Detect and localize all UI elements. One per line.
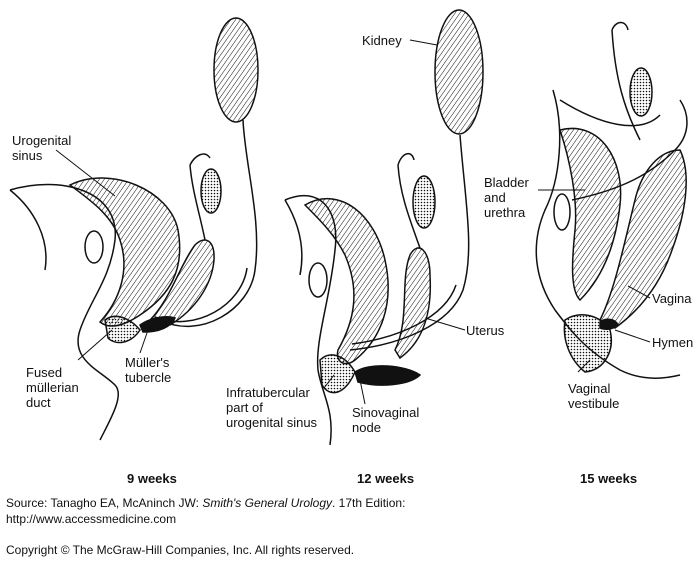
- label-fused-mullerian-duct: Fused müllerian duct: [26, 365, 79, 410]
- label-bladder-line3: urethra: [484, 205, 526, 220]
- kidney-9w: [213, 17, 259, 123]
- leader-lines: [55, 39, 651, 405]
- label-uterus: Uterus: [466, 323, 505, 338]
- label-bladder-line2: and: [484, 190, 506, 205]
- stage-9-weeks-drawing: [9, 17, 259, 441]
- mullerian-duct-9w: [148, 239, 215, 326]
- pubic-bone-12w: [308, 262, 328, 298]
- label-fused-line2: müllerian: [26, 380, 79, 395]
- label-vestibule-line1: Vaginal: [568, 381, 611, 396]
- label-urogenital-sinus-line1: Urogenital: [12, 133, 72, 148]
- label-sinovaginal-line2: node: [352, 420, 381, 435]
- source-suffix: . 17th Edition:: [332, 496, 406, 510]
- label-vagina: Vagina: [652, 291, 692, 306]
- uterus-12w: [394, 247, 432, 360]
- mullers-tubercle-9w: [139, 316, 177, 333]
- body-outline-15w: [535, 89, 681, 380]
- label-urogenital-sinus-line2: sinus: [12, 148, 43, 163]
- bladder-15w: [559, 127, 622, 302]
- label-infra-line2: part of: [226, 400, 263, 415]
- pubic-bone-15w: [553, 193, 571, 231]
- label-mullers-line1: Müller's: [125, 355, 170, 370]
- embryology-illustration: Urogenital sinus Fused müllerian duct Mü…: [9, 9, 694, 446]
- urogenital-sinus-9w: [68, 177, 181, 327]
- label-fused-line3: duct: [26, 395, 51, 410]
- vestibule-15w: [563, 314, 612, 373]
- label-hymen: Hymen: [652, 335, 694, 350]
- stage-15-weeks-drawing: [535, 21, 688, 380]
- label-urogenital-sinus: Urogenital sinus: [12, 133, 71, 163]
- label-mullers-line2: tubercle: [125, 370, 172, 385]
- stage-label-9-weeks: 9 weeks: [127, 471, 177, 486]
- label-vestibule-line2: vestibule: [568, 396, 620, 411]
- gonad-15w: [629, 67, 653, 117]
- stage-12-weeks-drawing: [284, 9, 484, 446]
- label-bladder-line1: Bladder: [484, 175, 529, 190]
- source-prefix: Source: Tanagho EA, McAninch JW:: [6, 496, 203, 510]
- vagina-15w: [599, 149, 687, 329]
- gonad-9w: [200, 168, 222, 214]
- label-vaginal-vestibule: Vaginal vestibule: [568, 381, 619, 411]
- urogenital-sinus-12w: [303, 198, 389, 365]
- stage-label-15-weeks: 15 weeks: [580, 471, 638, 486]
- label-infra-line1: Infratubercular: [226, 385, 310, 400]
- label-kidney: Kidney: [362, 33, 402, 48]
- stage-label-12-weeks: 12 weeks: [357, 471, 415, 486]
- sinovaginal-node-12w: [354, 365, 422, 386]
- source-line-1: Source: Tanagho EA, McAninch JW: Smith's…: [6, 495, 405, 511]
- label-bladder-urethra: Bladder and urethra: [484, 175, 529, 220]
- source-url: http://www.accessmedicine.com: [6, 512, 177, 526]
- label-sinovaginal-node: Sinovaginal node: [352, 405, 419, 435]
- label-infra-line3: urogenital sinus: [226, 415, 318, 430]
- copyright-notice: Copyright © The McGraw-Hill Companies, I…: [6, 543, 355, 557]
- label-sinovaginal-line1: Sinovaginal: [352, 405, 420, 420]
- gonad-12w: [412, 175, 436, 229]
- label-infratubercular: Infratubercular part of urogenital sinus: [226, 385, 317, 430]
- source-book-title: Smith's General Urology: [202, 496, 333, 510]
- hymen-15w: [599, 318, 619, 330]
- source-citation: Source: Tanagho EA, McAninch JW: Smith's…: [6, 495, 405, 527]
- label-fused-line1: Fused: [26, 365, 63, 380]
- kidney-12w: [434, 9, 484, 135]
- pubic-bone-9w: [84, 230, 104, 264]
- illustration-svg: [9, 9, 688, 446]
- label-mullers-tubercle: Müller's tubercle: [125, 355, 171, 385]
